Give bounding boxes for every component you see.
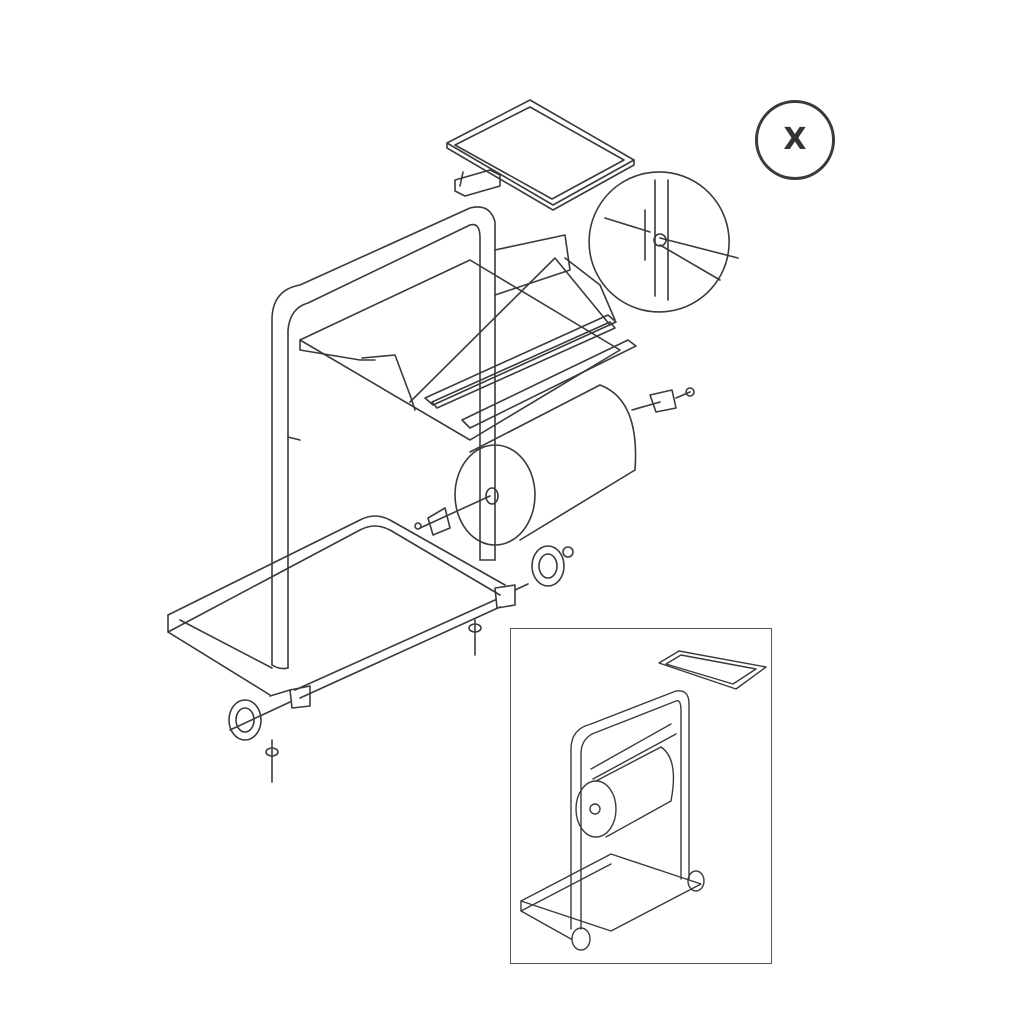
step-badge: X [755, 100, 835, 180]
bolt-right [468, 619, 482, 656]
inset-wheels [571, 870, 705, 951]
inset-guide [590, 723, 677, 780]
base-frame [167, 515, 529, 709]
tray-part [446, 99, 635, 211]
inset-panel [510, 628, 772, 964]
inset-base [520, 853, 702, 940]
step-label: X [783, 122, 807, 157]
main-frame [271, 206, 496, 670]
inset-paper-roll [575, 746, 675, 838]
inset-frame [570, 690, 690, 930]
bolt-left [265, 739, 279, 783]
roll-shaft [414, 387, 695, 536]
paper-roll [454, 384, 637, 546]
tray-bracket [454, 169, 501, 197]
paper-guide [299, 234, 621, 441]
tear-bar [424, 314, 637, 429]
pliers-detail-callout [588, 171, 739, 313]
assembled-stand-view [520, 650, 767, 951]
inset-tray [658, 650, 767, 690]
wheel-right [531, 545, 574, 587]
wheel-left [228, 699, 291, 741]
guide-rod [409, 257, 616, 403]
